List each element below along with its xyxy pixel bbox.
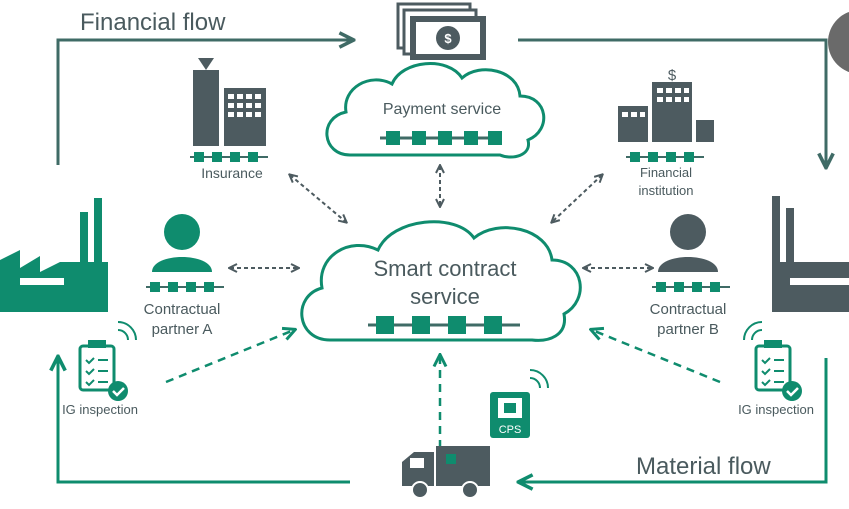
bank-building-icon: $: [618, 67, 714, 142]
financial-institution-label-line1: Financial: [640, 165, 692, 180]
factory-right-icon: [772, 196, 849, 312]
material-flow-label: Material flow: [636, 453, 771, 480]
corner-circle: [828, 11, 849, 73]
insurance-blockchain-icon: [190, 152, 268, 162]
financial-flow-arrow: [56, 40, 826, 166]
dashed-links: [230, 166, 652, 268]
financial-flow-label: Financial flow: [80, 9, 226, 36]
partner-b-person-icon: [658, 214, 718, 272]
smart-contract-cloud: Smart contract service: [300, 220, 582, 342]
bank-blockchain-icon: [626, 152, 704, 162]
smart-contract-label-line1: Smart contract: [373, 256, 516, 281]
material-flow-arrow: [58, 358, 828, 482]
smart-contract-label-line2: service: [410, 284, 480, 309]
payment-service-cloud: Payment service: [325, 62, 546, 159]
partner-a-label-line2: partner A: [152, 321, 213, 338]
partner-a-label-line1: Contractual: [144, 301, 221, 318]
insurance-label: Insurance: [201, 165, 263, 181]
partner-a-blockchain-icon: [146, 282, 224, 292]
factory-left-icon: [0, 198, 108, 312]
inspection-right-label: IG inspection: [738, 402, 814, 417]
partner-a-person-icon: [152, 214, 212, 272]
payment-blockchain-icon: [380, 131, 502, 145]
inspection-left-clipboard-icon: [78, 321, 137, 401]
partner-b-blockchain-icon: [652, 282, 730, 292]
payment-service-label: Payment service: [383, 101, 501, 118]
partner-b-label-line1: Contractual: [650, 301, 727, 318]
insurance-building-icon: [193, 58, 266, 146]
cps-chip-icon: [490, 369, 549, 438]
smart-contract-blockchain-icon: [368, 316, 520, 334]
cps-label: CPS: [499, 424, 522, 436]
svg-text:$: $: [444, 31, 452, 46]
green-dashed-links: [165, 330, 721, 448]
inspection-right-clipboard-icon: [743, 321, 802, 401]
money-icon: $: [396, 2, 486, 60]
inspection-left-label: IG inspection: [62, 402, 138, 417]
financial-institution-label-line2: institution: [639, 183, 694, 198]
truck-icon: [402, 446, 490, 499]
svg-text:$: $: [668, 67, 677, 84]
partner-b-label-line2: partner B: [657, 321, 719, 338]
